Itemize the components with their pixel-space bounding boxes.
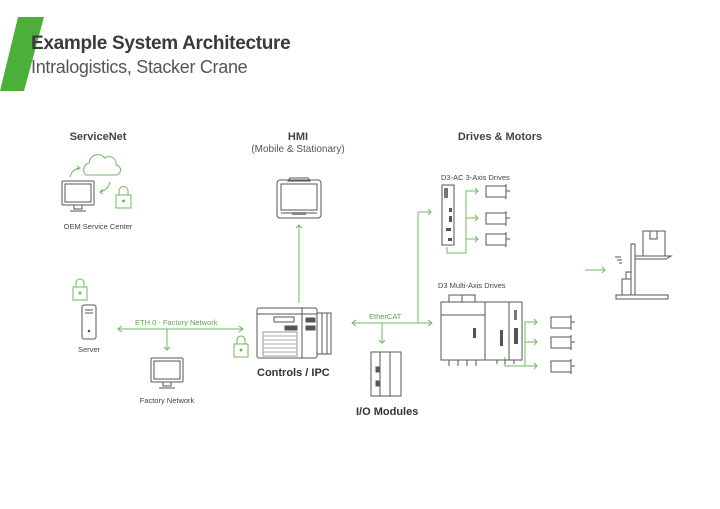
accent-bar	[0, 17, 50, 91]
controls-ipc-label: Controls / IPC	[257, 367, 330, 379]
motor-icon	[485, 211, 510, 226]
stacker-crane-icon	[615, 230, 673, 300]
motor-icon	[485, 184, 510, 199]
server-icon	[81, 304, 97, 340]
sync-arrow-icon	[69, 167, 81, 178]
server-label: Server	[77, 345, 101, 354]
d3ac-drives-label: D3-AC 3-Axis Drives	[441, 173, 510, 182]
motor-icon	[485, 232, 510, 247]
hmi-subheading: (Mobile & Stationary)	[251, 144, 345, 155]
factory-network-label: Factory Network	[139, 396, 195, 405]
hmi-heading: HMI	[287, 131, 309, 143]
page-title: Example System Architecture	[31, 33, 291, 54]
io-modules-label: I/O Modules	[356, 406, 419, 418]
cloud-icon	[83, 154, 122, 176]
drive-icon	[441, 184, 455, 246]
sync-arrow-icon	[99, 181, 111, 193]
page-subtitle: Intralogistics, Stacker Crane	[31, 57, 248, 77]
hmi-panel-icon	[276, 177, 322, 219]
lock-icon	[72, 278, 88, 301]
lock-icon	[233, 335, 249, 358]
drives-heading: Drives & Motors	[457, 131, 543, 143]
lock-icon	[115, 186, 132, 209]
eth0-label: ETH 0 - Factory Network	[135, 318, 218, 327]
monitor-icon	[61, 180, 95, 212]
monitor-icon	[150, 357, 184, 389]
motor-icon	[550, 335, 575, 350]
oem-service-center-label: OEM Service Center	[63, 222, 133, 231]
drive-icon	[440, 294, 523, 366]
motor-icon	[550, 359, 575, 374]
ipc-icon	[256, 307, 332, 359]
motor-icon	[550, 315, 575, 330]
ethercat-label: EtherCAT	[369, 312, 402, 321]
servicenet-heading: ServiceNet	[69, 131, 127, 143]
d3-multi-axis-label: D3 Multi-Axis Drives	[438, 281, 506, 290]
io-module-icon	[370, 351, 402, 397]
